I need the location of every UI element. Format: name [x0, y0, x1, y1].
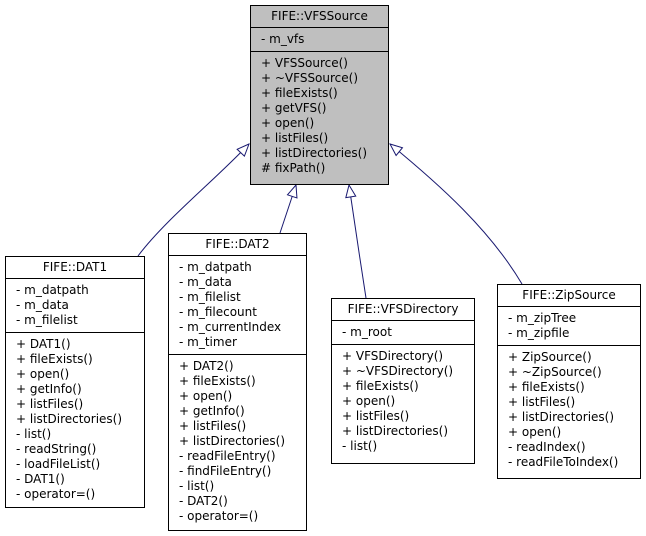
method: - list() [179, 479, 215, 493]
method: + VFSSource() [261, 56, 348, 70]
method: + getInfo() [179, 404, 245, 418]
attribute: - m_data [16, 298, 69, 312]
method: + DAT1() [16, 337, 71, 351]
method: - findFileEntry() [179, 464, 272, 478]
method: + listFiles() [508, 395, 576, 409]
edge-vfsdirectory-to-vfssource [349, 185, 367, 299]
method: - list() [342, 439, 378, 453]
method: + listDirectories() [261, 146, 368, 160]
method: + fileExists() [261, 86, 338, 100]
method: + open() [16, 367, 70, 381]
method: + fileExists() [179, 374, 256, 388]
edge-zipsource-to-vfssource [390, 144, 523, 285]
edge-dat1-to-vfssource [137, 144, 249, 257]
attribute: - m_datpath [179, 260, 252, 274]
method: + ~VFSSource() [261, 71, 359, 85]
method: - readIndex() [508, 440, 586, 454]
method: + listFiles() [261, 131, 329, 145]
attribute-list: - m_root [332, 320, 474, 344]
method-list: + ZipSource() + ~ZipSource() + fileExist… [498, 345, 640, 474]
method: + fileExists() [16, 352, 93, 366]
attribute: - m_root [342, 325, 392, 339]
attribute: - m_zipTree [508, 311, 577, 325]
attribute-list: - m_zipTree - m_zipfile [498, 306, 640, 345]
method: + open() [179, 389, 233, 403]
method: + ~ZipSource() [508, 365, 602, 379]
method: - readFileToIndex() [508, 455, 619, 469]
method: + listDirectories() [342, 424, 449, 438]
attribute-list: - m_datpath - m_data - m_filelist - m_fi… [169, 255, 306, 354]
edge-dat2-to-vfssource [279, 185, 296, 234]
method: + open() [508, 425, 562, 439]
method: + getVFS() [261, 101, 327, 115]
method-list: + VFSDirectory() + ~VFSDirectory() + fil… [332, 344, 474, 458]
method: + listFiles() [179, 419, 247, 433]
method: + listFiles() [342, 409, 410, 423]
method: + ~VFSDirectory() [342, 364, 454, 378]
method-list: + DAT2() + fileExists() + open() + getIn… [169, 354, 306, 528]
method: - readString() [16, 442, 97, 456]
method: - readFileEntry() [179, 449, 276, 463]
class-dat2: FIFE::DAT2 - m_datpath - m_data - m_file… [168, 233, 307, 531]
method: - loadFileList() [16, 457, 101, 471]
attribute: - m_timer [179, 335, 237, 349]
attribute: - m_currentIndex [179, 320, 282, 334]
method: + fileExists() [508, 380, 585, 394]
class-name: FIFE::DAT2 [205, 237, 270, 251]
method: + VFSDirectory() [342, 349, 444, 363]
class-vfssource: FIFE::VFSSource - m_vfs + VFSSource() + … [250, 5, 389, 185]
class-name: FIFE::ZipSource [522, 288, 616, 302]
attribute-list: - m_datpath - m_data - m_filelist [6, 278, 144, 332]
attribute: - m_vfs [261, 32, 305, 46]
attribute: - m_data [179, 275, 232, 289]
method: + listDirectories() [16, 412, 123, 426]
class-vfsdirectory: FIFE::VFSDirectory - m_root + VFSDirecto… [331, 298, 475, 464]
method: + listDirectories() [508, 410, 615, 424]
class-dat1: FIFE::DAT1 - m_datpath - m_data - m_file… [5, 256, 145, 508]
method: + fileExists() [342, 379, 419, 393]
method: + ZipSource() [508, 350, 592, 364]
attribute: - m_filelist [179, 290, 241, 304]
method: + listDirectories() [179, 434, 286, 448]
method: - DAT2() [179, 494, 228, 508]
method-list: + VFSSource() + ~VFSSource() + fileExist… [251, 51, 388, 180]
class-name: FIFE::DAT1 [42, 260, 108, 274]
class-name: FIFE::VFSSource [271, 9, 368, 23]
method: + open() [261, 116, 315, 130]
attribute: - m_datpath [16, 283, 89, 297]
method: + listFiles() [16, 397, 84, 411]
method: + DAT2() [179, 359, 234, 373]
attribute: - m_filecount [179, 305, 257, 319]
class-name: FIFE::VFSDirectory [347, 302, 459, 316]
method: - list() [16, 427, 52, 441]
attribute-list: - m_vfs [251, 27, 388, 51]
method: - DAT1() [16, 472, 65, 486]
method: - operator=() [16, 487, 96, 501]
method: # fixPath() [261, 161, 326, 175]
attribute: - m_zipfile [508, 326, 570, 340]
method: - operator=() [179, 509, 259, 523]
method: + open() [342, 394, 396, 408]
method: + getInfo() [16, 382, 82, 396]
method-list: + DAT1() + fileExists() + open() + getIn… [6, 332, 144, 506]
attribute: - m_filelist [16, 313, 78, 327]
class-zipsource: FIFE::ZipSource - m_zipTree - m_zipfile … [497, 284, 641, 479]
